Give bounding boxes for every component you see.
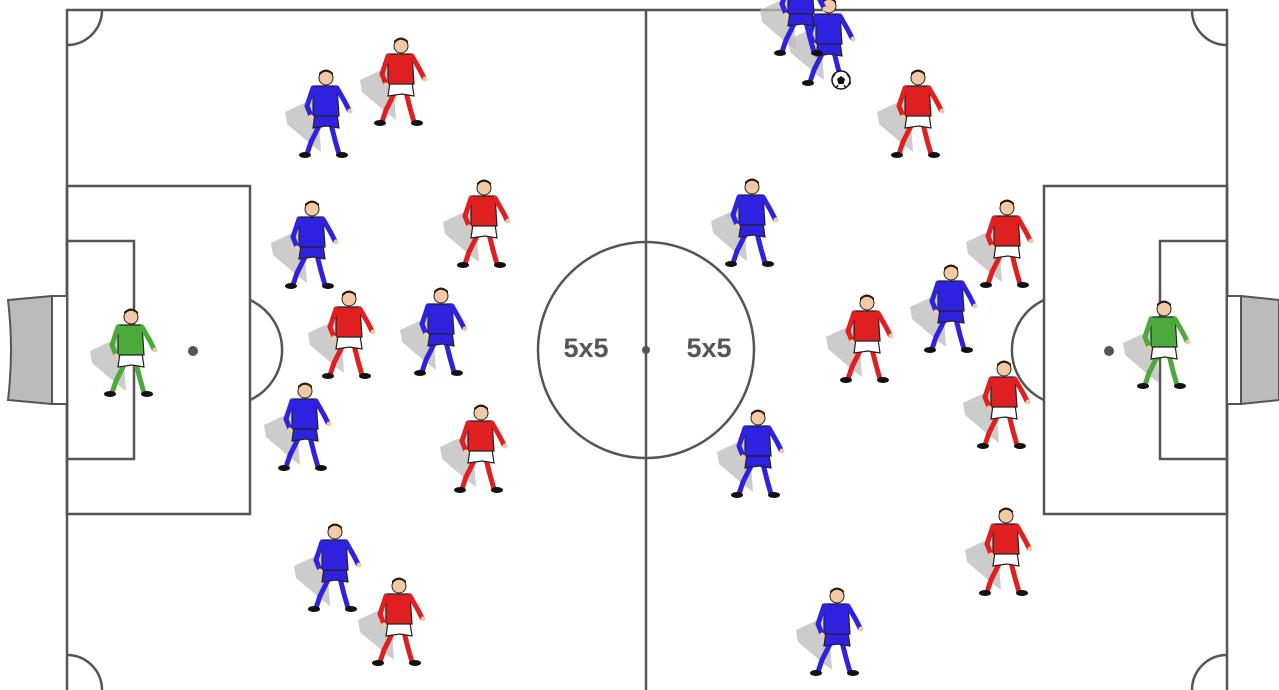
left-penalty-spot — [188, 346, 198, 356]
blue-player-1 — [285, 69, 353, 158]
right-zone-label: 5x5 — [686, 333, 731, 363]
goalkeeper-right — [1123, 300, 1191, 389]
red-player-7 — [966, 199, 1034, 288]
players-layer — [90, 0, 1191, 676]
blue-player-9 — [717, 409, 785, 498]
blue-player-3 — [400, 287, 468, 376]
blue-player-2 — [271, 200, 339, 289]
right-penalty-spot — [1104, 346, 1114, 356]
center-spot — [642, 346, 650, 354]
blue-player-7 — [711, 178, 779, 267]
red-player-5 — [358, 577, 426, 666]
soccer-ball-icon — [831, 70, 851, 90]
red-player-8 — [826, 294, 894, 383]
blue-player-5 — [294, 523, 362, 612]
red-player-10 — [965, 507, 1033, 596]
corner-arc-top-right — [1190, 9, 1228, 47]
center-circle — [536, 240, 756, 460]
blue-player-8 — [910, 264, 978, 353]
red-player-6 — [877, 69, 945, 158]
corner-arc-bottom-right — [1190, 653, 1228, 690]
ball-layer — [831, 70, 851, 90]
left-zone-label: 5x5 — [563, 333, 608, 363]
red-player-2 — [443, 179, 511, 268]
left-penalty-arc — [249, 298, 284, 402]
blue-player-4 — [264, 382, 332, 471]
corner-arc-bottom-left — [66, 653, 104, 690]
goalkeeper-left — [90, 308, 158, 397]
right-goal — [1226, 294, 1279, 406]
red-player-9 — [963, 360, 1031, 449]
blue-player-11 — [760, 0, 828, 56]
red-player-4 — [440, 404, 508, 493]
corner-arc-top-left — [66, 9, 104, 47]
red-player-3 — [308, 290, 376, 379]
right-penalty-arc — [1010, 298, 1045, 402]
left-goal — [6, 294, 68, 406]
red-player-1 — [360, 37, 428, 126]
blue-player-10 — [796, 587, 864, 676]
